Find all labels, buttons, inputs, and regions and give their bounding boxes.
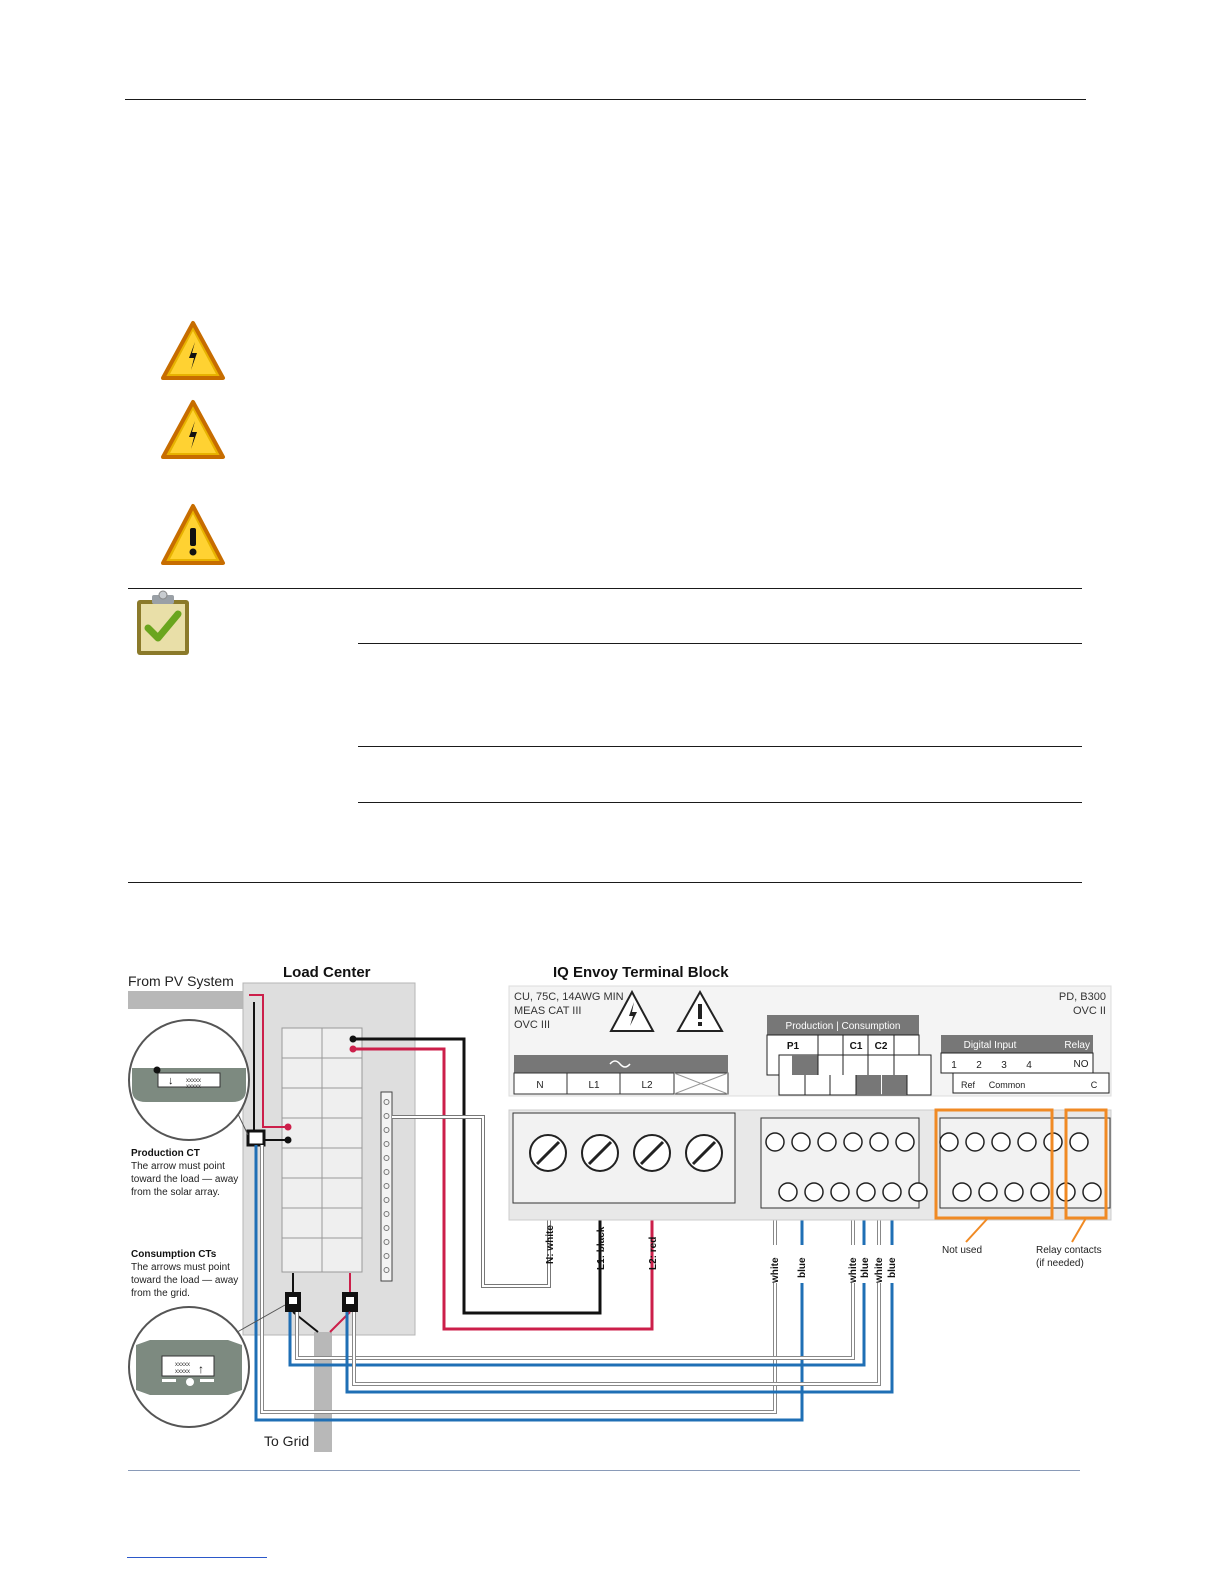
wire-label-l2: L2: red <box>648 1237 659 1270</box>
ct-screw-terminals <box>765 1132 928 1202</box>
wiring-diagram: From PV System Load Center To Grid <box>128 964 1112 1452</box>
footer-link-underline[interactable] <box>127 1557 267 1558</box>
relay-contacts-label: Relay contacts <box>1036 1245 1102 1256</box>
pv-conduit <box>128 991 246 1009</box>
io-screw-terminals <box>939 1132 1102 1202</box>
clipboard-check-icon <box>132 590 194 658</box>
table-rule <box>358 746 1082 747</box>
load-center-title: Load Center <box>283 964 371 981</box>
terminal-block-title: IQ Envoy Terminal Block <box>553 964 729 981</box>
wire-label-l1: L1: black <box>596 1226 607 1270</box>
footer-rule <box>128 1470 1080 1471</box>
svg-text:2: 2 <box>976 1060 982 1071</box>
consumption-ct-title: Consumption CTs <box>131 1249 217 1260</box>
production-ct[interactable] <box>246 1129 266 1147</box>
svg-text:xxxxx: xxxxx <box>175 1362 190 1368</box>
consumption-ct-line: toward the load — away <box>131 1275 238 1286</box>
table-rule <box>358 643 1082 644</box>
neutral-bus-bar <box>380 1091 393 1282</box>
grid-conduit <box>314 1332 332 1452</box>
wire-label-n: N: white <box>545 1225 556 1264</box>
svg-text:1: 1 <box>951 1060 957 1071</box>
l2-wire <box>353 1047 654 1331</box>
svg-text:xxxxx: xxxxx <box>186 1084 201 1090</box>
svg-text:L2: L2 <box>641 1080 653 1091</box>
production-ct-line: The arrow must point <box>131 1161 225 1172</box>
svg-text:OVC III: OVC III <box>514 1019 550 1031</box>
note-box-top-rule <box>128 588 1082 589</box>
ac-screw-terminals <box>529 1134 723 1172</box>
svg-text:blue: blue <box>797 1257 808 1278</box>
production-ct-line: toward the load — away <box>131 1174 238 1185</box>
svg-text:3: 3 <box>1001 1060 1007 1071</box>
breaker-grid <box>281 1027 363 1273</box>
exclamation-warning-icon <box>160 503 226 567</box>
svg-text:white: white <box>848 1257 859 1284</box>
svg-text:N: N <box>536 1080 543 1091</box>
production-ct-line: from the solar array. <box>131 1187 220 1198</box>
svg-text:Ref: Ref <box>961 1080 976 1090</box>
consumption-ct-line: from the grid. <box>131 1288 190 1299</box>
note-box-bottom-rule <box>128 882 1082 883</box>
svg-text:C1: C1 <box>850 1041 863 1052</box>
production-ct-title: Production CT <box>131 1148 200 1159</box>
shock-symbol-icon <box>609 989 655 1032</box>
svg-text:MEAS CAT III: MEAS CAT III <box>514 1005 581 1017</box>
high-voltage-warning-icon <box>160 320 226 382</box>
relay-contacts-label: (if needed) <box>1036 1258 1084 1269</box>
svg-text:Relay: Relay <box>1064 1040 1090 1051</box>
caution-symbol-icon <box>676 989 724 1032</box>
svg-text:xxxxx: xxxxx <box>175 1369 190 1375</box>
svg-text:Digital Input: Digital Input <box>964 1040 1017 1051</box>
svg-text:C: C <box>1091 1080 1098 1090</box>
svg-text:↓: ↓ <box>168 1075 174 1087</box>
not-used-label: Not used <box>942 1245 982 1256</box>
svg-text:blue: blue <box>887 1257 898 1278</box>
svg-text:C2: C2 <box>875 1041 888 1052</box>
svg-text:4: 4 <box>1026 1060 1032 1071</box>
svg-text:CU, 75C, 14AWG MIN: CU, 75C, 14AWG MIN <box>514 991 624 1003</box>
svg-text:OVC II: OVC II <box>1073 1005 1106 1017</box>
svg-text:Production | Consumption: Production | Consumption <box>786 1021 901 1032</box>
svg-text:white: white <box>770 1257 781 1284</box>
consumption-ct-line: The arrows must point <box>131 1262 230 1273</box>
svg-text:P1: P1 <box>787 1041 800 1052</box>
high-voltage-warning-icon <box>160 399 226 461</box>
from-pv-label: From PV System <box>128 973 234 989</box>
svg-text:L1: L1 <box>588 1080 600 1091</box>
svg-text:Common: Common <box>989 1080 1026 1090</box>
l1-wire <box>353 1037 602 1315</box>
header-rule <box>125 99 1086 100</box>
table-rule <box>358 802 1082 803</box>
svg-text:white: white <box>874 1257 885 1284</box>
svg-text:blue: blue <box>860 1257 871 1278</box>
svg-text:PD, B300: PD, B300 <box>1059 991 1106 1003</box>
svg-text:↑: ↑ <box>198 1362 204 1376</box>
svg-text:NO: NO <box>1074 1059 1089 1070</box>
to-grid-label: To Grid <box>264 1433 309 1449</box>
not-used-highlight <box>934 1108 1054 1220</box>
svg-text:xxxxx: xxxxx <box>186 1078 201 1084</box>
